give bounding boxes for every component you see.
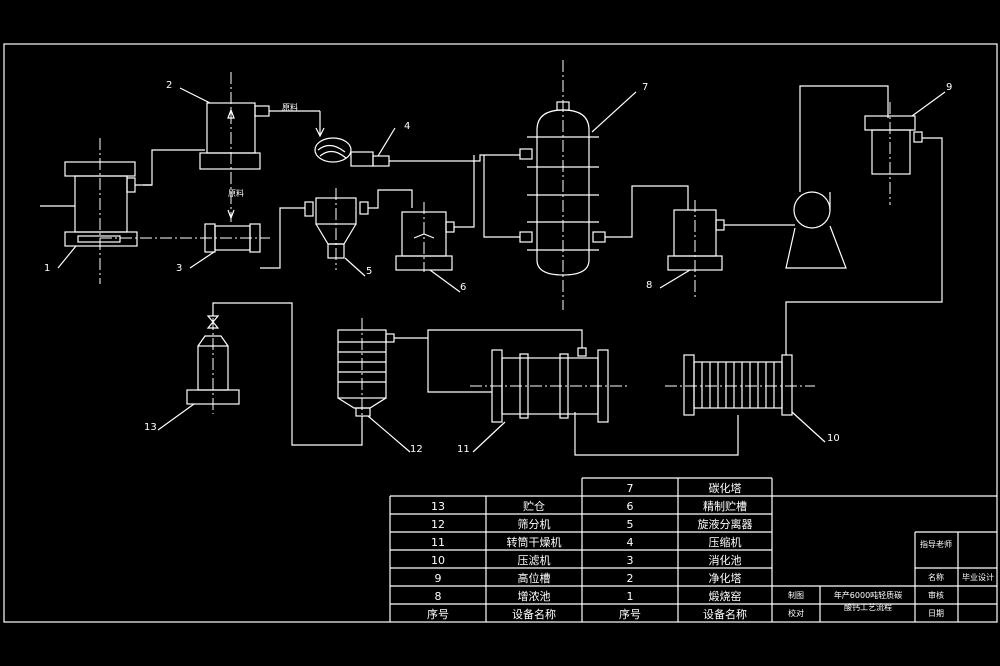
title-date-label: 日期 bbox=[928, 609, 944, 618]
label-2: 2 bbox=[166, 80, 172, 91]
title-draw-label: 制图 bbox=[788, 590, 804, 600]
table-right-name: 煅烧窑 bbox=[709, 589, 742, 603]
table-right-no: 6 bbox=[627, 500, 634, 513]
table-header-name: 设备名称 bbox=[703, 607, 747, 621]
label-12: 12 bbox=[410, 444, 423, 455]
equipment-table bbox=[389, 477, 997, 622]
table-right-name: 精制贮槽 bbox=[703, 500, 747, 513]
table-left-name: 高位槽 bbox=[518, 571, 551, 585]
equipment-9-head-tank bbox=[864, 102, 923, 205]
equipment-10-filter-press bbox=[665, 354, 815, 416]
label-6: 6 bbox=[460, 282, 466, 293]
title-review-label: 审核 bbox=[928, 590, 944, 600]
table-right-no: 4 bbox=[627, 536, 634, 549]
label-4: 4 bbox=[404, 121, 410, 132]
table-left-name: 压滤机 bbox=[518, 553, 551, 567]
table-right-name: 旋液分离器 bbox=[698, 517, 753, 531]
table-left-no: 13 bbox=[431, 500, 445, 513]
equipment-5-cyclone bbox=[304, 188, 369, 270]
equipment-1-kiln bbox=[40, 138, 152, 284]
table-right-no: 2 bbox=[627, 572, 634, 585]
table-right-no: 7 bbox=[627, 482, 634, 495]
table-header-no: 序号 bbox=[619, 607, 641, 621]
label-10: 10 bbox=[827, 433, 840, 444]
equipment-6-storage-tank bbox=[395, 202, 455, 272]
label-1: 1 bbox=[44, 263, 50, 274]
table-left-name: 贮仓 bbox=[523, 499, 545, 513]
title-check-label: 校对 bbox=[788, 608, 804, 618]
table-right-no: 3 bbox=[627, 554, 634, 567]
title-name-label: 名称 bbox=[928, 572, 944, 582]
table-left-no: 12 bbox=[431, 518, 445, 531]
table-left-no: 10 bbox=[431, 554, 445, 567]
title-design-label: 毕业设计 bbox=[962, 572, 994, 582]
label-9: 9 bbox=[946, 82, 952, 93]
equipment-11-rotary-dryer bbox=[470, 347, 630, 423]
drawing-border bbox=[3, 43, 998, 623]
label-13: 13 bbox=[144, 422, 157, 433]
table-header-no: 序号 bbox=[427, 607, 449, 621]
table-right-name: 净化塔 bbox=[709, 571, 742, 585]
leader-lines bbox=[57, 87, 946, 453]
label-7: 7 bbox=[642, 82, 648, 93]
table-left-name: 增浓池 bbox=[518, 589, 551, 603]
table-left-name: 筛分机 bbox=[518, 517, 551, 531]
table-left-no: 11 bbox=[431, 536, 445, 549]
stream-label-a: 原料 bbox=[282, 102, 298, 112]
label-11: 11 bbox=[457, 444, 470, 455]
table-right-no: 1 bbox=[627, 590, 634, 603]
equipment-7-carbonation-tower bbox=[519, 60, 606, 310]
table-header-name: 设备名称 bbox=[512, 607, 556, 621]
title-line-2: 酸钙工艺流程 bbox=[844, 602, 892, 612]
stream-label-b: 原料 bbox=[228, 188, 244, 198]
table-left-no: 8 bbox=[435, 590, 442, 603]
title-advisor-label: 指导老师 bbox=[920, 539, 952, 549]
label-5: 5 bbox=[366, 266, 372, 277]
pump bbox=[785, 191, 847, 269]
table-left-name: 转筒干燥机 bbox=[507, 535, 562, 549]
equipment-8-thickener bbox=[667, 200, 725, 300]
equipment-3-slaker bbox=[100, 223, 270, 253]
table-right-name: 压缩机 bbox=[709, 535, 742, 549]
table-right-no: 5 bbox=[627, 518, 634, 531]
table-left-no: 9 bbox=[435, 572, 442, 585]
label-3: 3 bbox=[176, 263, 182, 274]
equipment-13-storage-bin bbox=[186, 315, 240, 414]
table-right-name: 消化池 bbox=[709, 553, 742, 567]
equipment-2-purifier bbox=[199, 72, 320, 222]
equipment-12-screener bbox=[337, 318, 395, 430]
title-line-1: 年产6000吨轻质碳 bbox=[834, 590, 902, 600]
table-right-name: 碳化塔 bbox=[709, 481, 742, 495]
equipment-4-compressor bbox=[314, 137, 390, 167]
label-8: 8 bbox=[646, 280, 652, 291]
